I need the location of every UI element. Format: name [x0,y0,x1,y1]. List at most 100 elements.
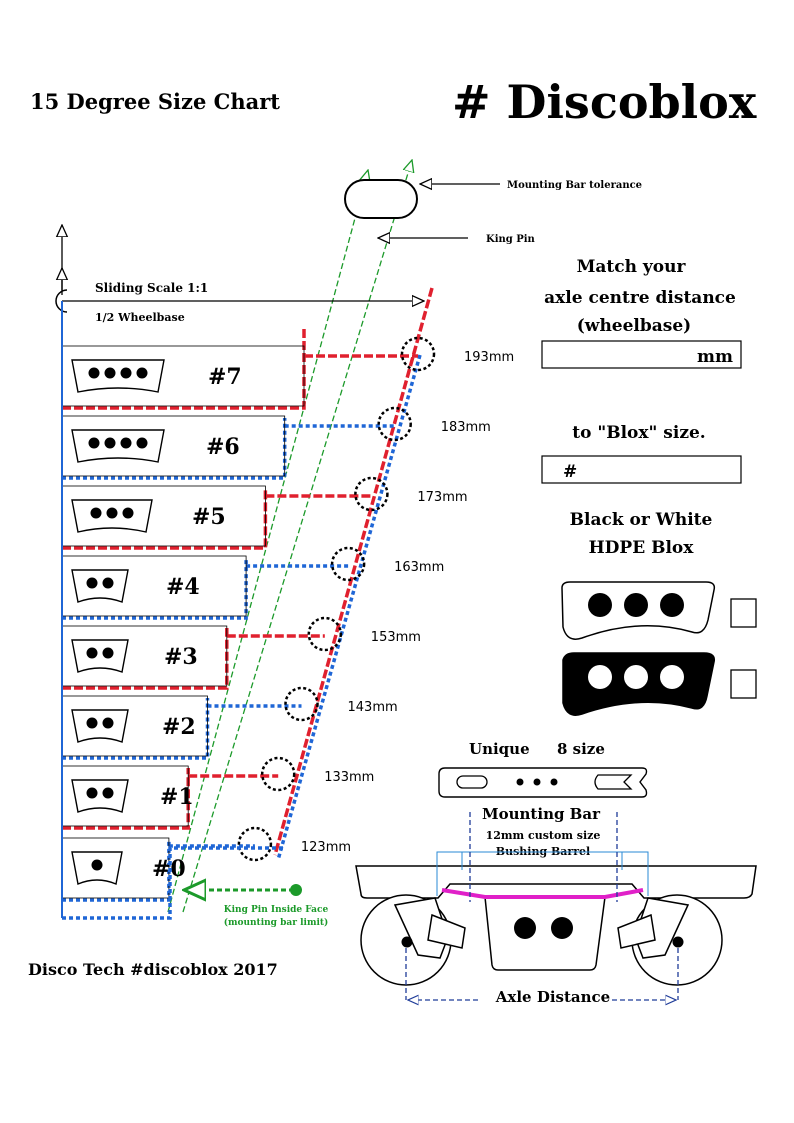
eight-size-label: 8 size [557,740,605,758]
size-mm-label: 153mm [371,630,421,645]
mounting-bar-tolerance-callout: Mounting Bar tolerance [344,179,642,219]
blox-hole-icon [136,437,148,449]
footer-credit: Disco Tech #discoblox 2017 [28,960,278,979]
size-number-label: #5 [192,504,226,530]
mounting-bar-tolerance-label: Mounting Bar tolerance [507,180,642,191]
size-mm-label: 193mm [464,350,514,365]
size-row: 153mm #3 [61,616,421,690]
size-row: 123mm#0 [61,826,351,902]
blox-icon [71,709,129,743]
blox-hole-icon [102,787,114,799]
mounting-bar-label: Mounting Bar [482,805,601,823]
blox-icon [71,779,129,813]
blox-hole-icon [86,577,98,589]
size-marker-circle [330,546,366,582]
size-mm-label: 143mm [348,700,398,715]
color-line-1: Black or White [570,510,713,530]
axle-distance-label: Axle Distance [495,988,610,1006]
color-line-2: HDPE Blox [589,538,695,558]
size-number-label: #7 [208,364,242,390]
size-row: 163mm #4 [61,546,444,620]
size-number-label: #1 [160,784,194,810]
size-row: 143mm #2 [61,686,398,760]
king-pin-inside-face-callout: King Pin Inside Face (mounting bar limit… [184,884,328,928]
blox-icon [71,359,165,393]
blox-hole-icon [90,507,102,519]
half-wheelbase-label: 1/2 Wheelbase [95,311,185,324]
match-line-3: (wheelbase) [577,316,691,336]
blox-hole-icon [120,367,132,379]
size-marker-circle [237,826,273,862]
size-row: 173mm #5 [61,476,468,550]
custom-size-label: 12mm custom size [486,829,601,842]
size-mm-label: 163mm [394,560,444,575]
blox-hole-icon [136,367,148,379]
size-mm-label: 123mm [301,840,351,855]
to-blox-label: to "Blox" size. [572,423,705,443]
size-marker-circle [307,616,343,652]
blox-hole-icon [104,437,116,449]
blox-hole-icon [102,577,114,589]
king-pin-inside-face-label: King Pin Inside Face [224,905,329,915]
blox-hole-icon [122,507,134,519]
size-mm-label: 133mm [324,770,374,785]
white-option-checkbox[interactable] [730,598,757,628]
black-option-checkbox[interactable] [730,669,757,699]
size-ladder: 193mm #7 183mm #6 173mm #5 163mm #4 153mm #3 143mm… [61,160,514,920]
blox-hole-icon [91,859,103,871]
size-row: 193mm #7 [61,328,514,410]
wheelbase-input[interactable] [541,340,742,369]
blox-size-input[interactable] [541,455,742,484]
mounting-bar-limit-label: (mounting bar limit) [224,917,329,928]
truck-drawing [355,865,757,986]
size-row: 183mm #6 [61,406,491,480]
king-pin-label: King Pin [486,234,536,245]
size-number-label: #6 [206,434,240,460]
size-number-label: #2 [162,714,196,740]
unique-label: Unique [469,740,530,758]
match-line-1: Match your [577,257,687,277]
size-row: 133mm #1 [61,756,374,830]
blox-icon [71,429,165,463]
size-marker-circle [400,336,436,372]
bushing-barrel-highlight [441,888,644,899]
size-number-label: #4 [166,574,200,600]
blox-hole-icon [88,437,100,449]
size-number-label: #3 [164,644,198,670]
king-pin-callout: King Pin [378,234,536,245]
size-marker-circle [354,476,389,512]
blox-hole-icon [102,717,114,729]
size-zero-step-line [62,846,283,920]
king-pin-dot-icon [290,884,302,896]
blox-hole-icon [104,367,116,379]
size-marker-circle [284,686,319,722]
king-pin-guide-line [182,160,412,913]
blox-icon [71,569,129,603]
size-mm-label: 173mm [417,490,467,505]
blox-size-value: # [563,462,577,482]
wheelbase-form: Match your axle centre distance (wheelba… [541,257,757,716]
chart-title: 15 Degree Size Chart [30,89,280,114]
red-scale-track [273,287,434,856]
size-step-line [62,768,190,830]
blox-hole-icon [106,507,118,519]
blox-hole-icon [120,437,132,449]
tolerance-slot-icon [344,179,418,219]
blox-hole-icon [86,717,98,729]
size-marker-circle [377,406,412,442]
size-marker-circle [260,756,296,792]
blox-hole-icon [86,647,98,659]
size-mm-label: 183mm [441,420,491,435]
blox-hole-icon [102,647,114,659]
mounting-bar-section: Unique 8 size Mounting Bar 12mm custom s… [355,740,757,1006]
blox-hole-icon [86,787,98,799]
blox-hole-icon [88,367,100,379]
mounting-bar-icon [438,767,648,798]
king-pin-guide-line [167,170,368,913]
match-line-2: axle centre distance [544,288,736,308]
wheelbase-input-unit: mm [697,347,733,367]
sliding-scale-label: Sliding Scale 1:1 [95,281,208,295]
brand-title: # Discoblox [452,75,757,129]
sliding-scale-axis: Sliding Scale 1:1 1/2 Wheelbase [55,225,424,918]
